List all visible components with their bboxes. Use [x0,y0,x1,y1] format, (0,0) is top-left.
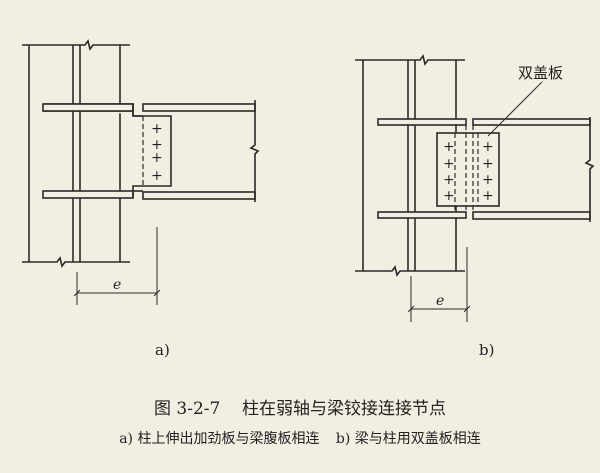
shear-plate [143,115,172,187]
bolt-icon: + [482,156,494,172]
bolt-icon: + [443,139,455,155]
dimension-tick [73,289,81,297]
beam-bottom-flange [142,191,256,200]
diagram-a: + + + + e a) [22,39,260,359]
dimension-label-e: e [436,293,444,309]
diagram-b: + + + + + + + + 双盖板 e b) [355,54,595,359]
diagram-a-label: a) [155,341,170,359]
bolt-icon: + [482,139,494,155]
beam-top-flange [142,103,256,112]
bolt-icon: + [151,150,163,166]
column-bottom-break [355,265,465,277]
subcaption-a: a) 柱上伸出加劲板与梁腹板相连 [119,431,320,447]
beam-top-flange [472,118,591,126]
bolt-icon: + [443,156,455,172]
top-stiffener [42,103,134,112]
bolt-icon: + [151,168,163,184]
figure-subcaptions: a) 柱上伸出加劲板与梁腹板相连 b) 梁与柱用双盖板相连 [0,428,600,448]
figure-caption: 图 3-2-7 柱在弱轴与梁铰接连接节点 [0,394,600,419]
column-bottom-break [22,256,130,268]
dimension-tick [153,289,161,297]
figure-title: 柱在弱轴与梁铰接连接节点 [241,399,446,419]
bolt-icon: + [151,121,163,137]
bottom-stiffener [42,190,134,199]
bolt-icon: + [443,172,455,188]
beam-end-break [584,117,595,222]
bolts: + + + + [151,121,163,184]
callout-leader [487,81,543,137]
figure-number: 图 3-2-7 [154,399,221,419]
diagram-b-label: b) [479,341,494,359]
column-top-break [355,54,465,66]
dimension-label-e: e [113,277,121,293]
bolt-icon: + [482,172,494,188]
stiffener-extension [132,104,143,198]
bottom-stiffener [377,211,467,219]
bolt-icon: + [151,137,163,153]
top-stiffener [377,118,467,126]
bolts: + + + + + + + + [443,139,494,204]
column-top-break [22,39,130,51]
beam-bottom-flange [472,211,591,220]
bolt-icon: + [443,188,455,204]
double-cover-plate [436,132,500,207]
beam-end-break [249,100,260,202]
callout-double-cover-plate: 双盖板 [518,64,563,82]
bolt-icon: + [482,188,494,204]
dimension-tick [463,305,471,313]
subcaption-b: b) 梁与柱用双盖板相连 [335,431,481,447]
dimension-tick [407,305,415,313]
